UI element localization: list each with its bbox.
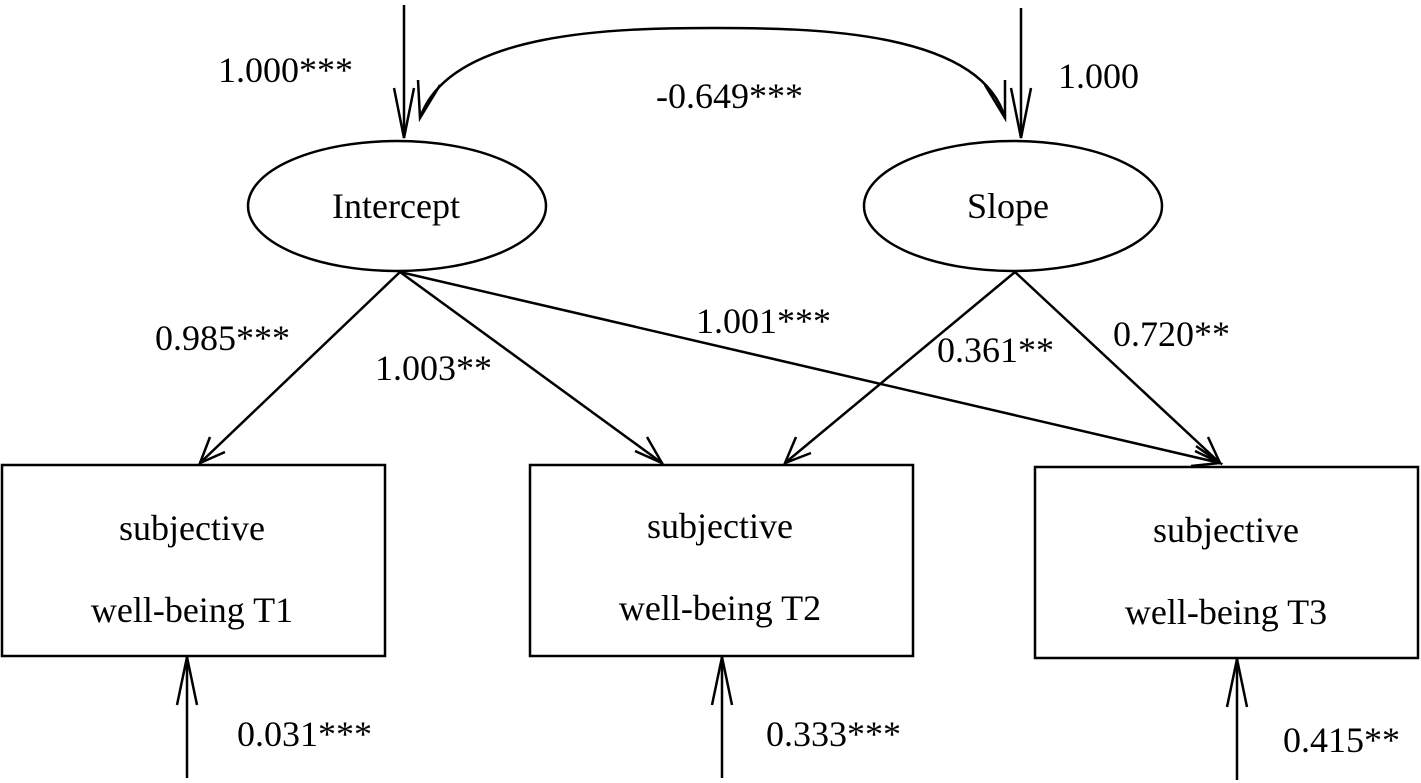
slope-to-t3-arrowhead bbox=[1194, 436, 1223, 466]
intercept-to-t2-path bbox=[399, 270, 663, 465]
covariance-arrowhead-left bbox=[416, 79, 442, 123]
indicator-t1-line2: well-being T1 bbox=[91, 590, 293, 630]
slope-node bbox=[862, 139, 1164, 273]
slope-t3-loading-label: 0.720** bbox=[1113, 314, 1230, 354]
intercept-to-t3-path bbox=[399, 270, 1221, 465]
residual-t3-arrowhead bbox=[1225, 658, 1249, 708]
intercept-t1-loading-label: 0.985*** bbox=[155, 318, 290, 358]
residual-t1-label: 0.031*** bbox=[237, 714, 372, 754]
residual-t3-label: 0.415** bbox=[1283, 720, 1400, 760]
intercept-to-t1-arrowhead bbox=[197, 436, 226, 466]
slope-to-t2-arrowhead bbox=[782, 436, 812, 466]
intercept-t3-loading-label: 1.001*** bbox=[696, 301, 831, 341]
covariance-arrowhead-right bbox=[983, 80, 1007, 123]
indicator-t1-box bbox=[0, 463, 387, 658]
intercept-variance-label: 1.000*** bbox=[218, 50, 353, 90]
indicator-t3-line2: well-being T3 bbox=[1125, 592, 1327, 632]
slope-variance-arrowhead bbox=[1009, 87, 1033, 139]
residual-t1-arrowhead bbox=[175, 656, 199, 706]
covariance-label: -0.649*** bbox=[656, 76, 803, 116]
residual-t2-arrowhead bbox=[710, 656, 734, 706]
covariance-curve bbox=[418, 26, 1007, 119]
indicator-t2-line1: subjective bbox=[647, 506, 793, 546]
intercept-to-t1-path bbox=[199, 271, 401, 464]
intercept-label: Intercept bbox=[332, 186, 460, 226]
slope-label: Slope bbox=[967, 186, 1049, 226]
intercept-to-t2-arrowhead bbox=[634, 436, 666, 466]
slope-t2-loading-label: 0.361** bbox=[937, 330, 1054, 370]
indicator-t2-box bbox=[528, 463, 915, 658]
indicator-t1-line1: subjective bbox=[119, 508, 265, 548]
indicator-t3-box bbox=[1033, 465, 1420, 660]
intercept-t2-loading-label: 1.003** bbox=[375, 348, 492, 388]
slope-to-t3-path bbox=[1014, 271, 1221, 464]
indicator-t3-line1: subjective bbox=[1153, 510, 1299, 550]
intercept-node bbox=[246, 139, 548, 273]
intercept-variance-arrowhead bbox=[392, 87, 416, 139]
residual-t2-label: 0.333*** bbox=[766, 714, 901, 754]
indicator-t2-line2: well-being T2 bbox=[619, 588, 821, 628]
slope-variance-label: 1.000 bbox=[1058, 56, 1139, 96]
slope-to-t2-path bbox=[784, 271, 1016, 464]
